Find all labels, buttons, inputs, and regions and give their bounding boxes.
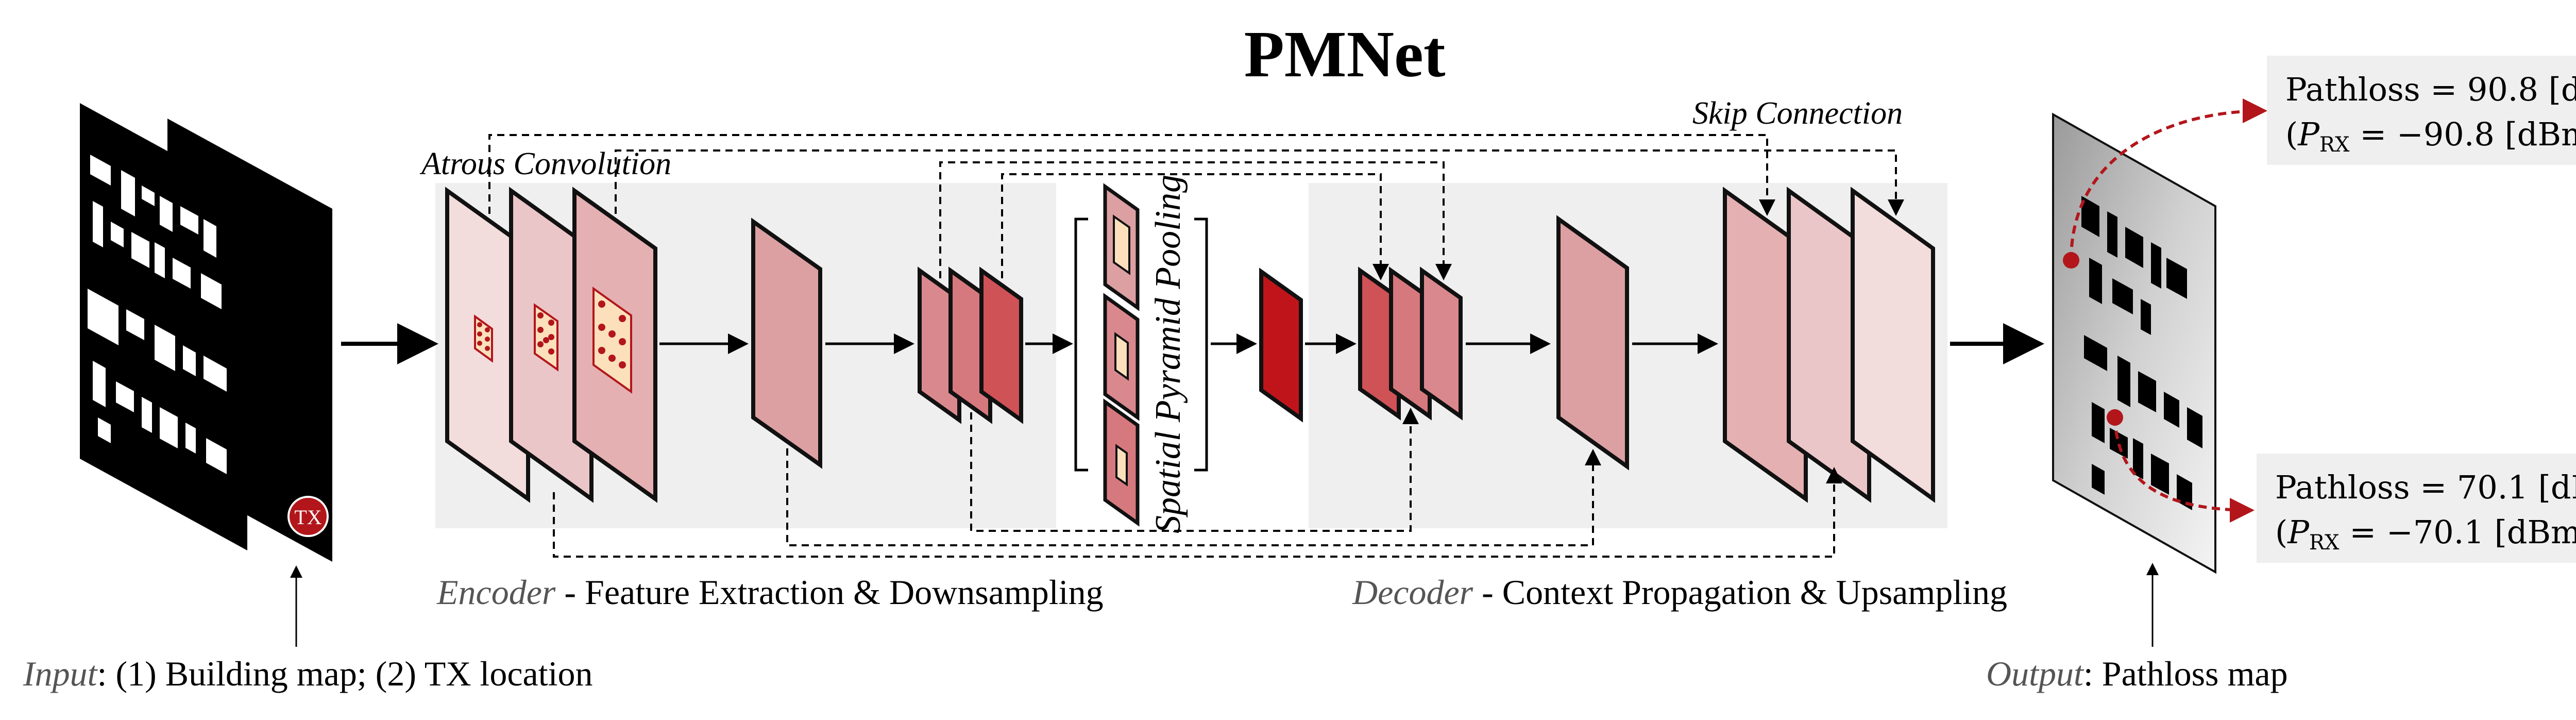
annotation-box-1: Pathloss = 90.8 [dB] (PRX = −90.8 [dBm]) [2267, 56, 2576, 165]
building-map [80, 103, 247, 550]
annotation-2-prx: (PRX = −70.1 [dBm]) [2275, 513, 2576, 555]
spp-left-bracket [1074, 217, 1088, 472]
decoder-feature-map-1c [1420, 266, 1463, 421]
bottleneck-feature-map [1259, 267, 1303, 423]
encoder-caption: Encoder - Feature Extraction & Downsampl… [436, 573, 1104, 612]
annotation-1-pathloss: Pathloss = 90.8 [dB] [2285, 71, 2576, 108]
decoder-feature-map-3a [1723, 187, 1808, 503]
output-buildings [2081, 196, 2202, 510]
decoder-feature-map-3c [1851, 187, 1935, 503]
pointer-2 [2113, 417, 2255, 523]
decoder [1358, 187, 1935, 503]
tx-marker-label: TX [294, 506, 321, 529]
spp-right-bracket [1194, 217, 1208, 472]
skip-connections [488, 134, 1904, 558]
atrous-convolution-label: Atrous Convolution [419, 146, 671, 181]
input-building-maps: TX [80, 103, 332, 647]
atrous-kernel-rate-1 [474, 314, 493, 363]
diagram-title: PMNet [1244, 18, 1446, 91]
skip-connection-label: Skip Connection [1692, 96, 1903, 131]
output-caption: Output: Pathloss map [1986, 654, 2288, 693]
decoder-feature-map-2 [1556, 215, 1629, 471]
encoder-feature-map-2c [979, 266, 1023, 424]
annotation-box-2: Pathloss = 70.1 [dB] (PRX = −70.1 [dBm]) [2257, 454, 2576, 563]
atrous-kernel-rate-2 [534, 303, 558, 372]
pathloss-pointers [2063, 98, 2267, 523]
spp-pool-1 [1113, 214, 1130, 275]
encoder [445, 187, 1073, 503]
tx-marker: TX [287, 496, 329, 537]
pointer-1 [2070, 98, 2267, 261]
output-pathloss-map [2052, 112, 2216, 647]
annotation-1-prx: (PRX = −90.8 [dBm]) [2285, 115, 2576, 157]
spp-label: Spatial Pyramid Pooling [1148, 175, 1188, 533]
building-blocks [88, 155, 227, 474]
spp-pool-2 [1114, 332, 1129, 381]
encoder-feature-map-1 [751, 217, 822, 469]
spatial-pyramid-pooling: Spatial Pyramid Pooling [1074, 175, 1357, 533]
decoder-caption: Decoder - Context Propagation & Upsampli… [1352, 573, 2007, 612]
annotation-2-pathloss: Pathloss = 70.1 [dB] [2275, 468, 2576, 506]
atrous-kernel-rate-3 [592, 287, 632, 394]
input-caption: Input: (1) Building map; (2) TX location [23, 654, 592, 693]
decoder-feature-map-3b [1787, 187, 1871, 503]
spp-pool-3 [1115, 444, 1128, 487]
